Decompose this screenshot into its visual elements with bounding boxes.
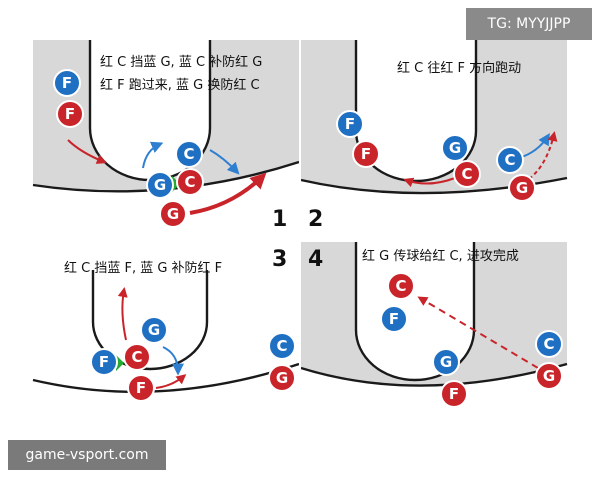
player: F	[352, 140, 380, 168]
panel-1-caption-line-1: 红 C 挡蓝 G, 蓝 C 补防红 G	[100, 54, 262, 70]
player: C	[535, 330, 563, 358]
svg-text:F: F	[65, 105, 75, 123]
svg-text:C: C	[276, 337, 287, 355]
svg-text:F: F	[389, 310, 399, 328]
site-watermark: game-vsport.com	[8, 440, 166, 470]
telegram-badge: TG: MYYJJPP	[466, 8, 592, 40]
svg-text:G: G	[154, 176, 166, 194]
move-arrow	[209, 149, 240, 175]
player: C	[175, 140, 203, 168]
panel-4: 红 G 传球给红 C, 进攻完成 4 C F G F C G	[300, 242, 568, 440]
player: F	[127, 374, 155, 402]
player: F	[336, 110, 364, 138]
svg-text:C: C	[461, 165, 472, 183]
svg-text:G: G	[449, 139, 461, 157]
move-arrow	[189, 172, 267, 215]
svg-text:F: F	[62, 74, 72, 92]
svg-text:G: G	[440, 353, 452, 371]
panel-2-number: 2	[308, 207, 323, 232]
svg-text:F: F	[345, 115, 355, 133]
move-arrow	[142, 141, 164, 169]
panel-2: 红 C 往红 F 方向跑动 2 F F G C C G	[300, 40, 568, 240]
player: G	[441, 134, 469, 162]
svg-text:G: G	[516, 179, 528, 197]
move-arrow	[155, 374, 187, 389]
screen-marker	[172, 176, 180, 192]
svg-text:C: C	[504, 151, 515, 169]
key-lane	[91, 270, 209, 371]
player: F	[56, 100, 84, 128]
svg-text:G: G	[276, 369, 288, 387]
svg-text:F: F	[449, 385, 459, 403]
key-lane	[354, 242, 476, 382]
player: F	[380, 305, 408, 333]
player: G	[268, 364, 296, 392]
player: C	[123, 343, 151, 371]
svg-text:C: C	[395, 277, 406, 295]
player: G	[159, 200, 187, 228]
player: G	[508, 174, 536, 202]
player: F	[53, 69, 81, 97]
panel-2-caption-line-1: 红 C 往红 F 方向跑动	[397, 60, 521, 76]
panel-1-caption-line-2: 红 F 跑过来, 蓝 G 换防红 C	[100, 77, 260, 93]
move-arrow	[403, 177, 456, 188]
player: F	[440, 380, 468, 408]
panel-3: 红 C 挡蓝 F, 蓝 G 补防红 F 3 G F C F C G	[32, 242, 300, 440]
svg-text:G: G	[543, 367, 555, 385]
svg-text:F: F	[136, 379, 146, 397]
move-arrow	[67, 139, 107, 164]
three-point-arc	[32, 362, 300, 394]
move-arrow	[162, 346, 184, 376]
move-arrow	[528, 131, 558, 180]
panel-1-number: 1	[272, 207, 287, 232]
pass-arrow	[417, 296, 539, 369]
svg-text:C: C	[543, 335, 554, 353]
svg-text:C: C	[183, 145, 194, 163]
svg-text:C: C	[184, 173, 195, 191]
player: C	[496, 146, 524, 174]
panel-3-number: 3	[272, 247, 287, 272]
move-arrow	[117, 287, 128, 341]
player: C	[176, 168, 204, 196]
panel-4-number: 4	[308, 247, 323, 272]
screen-marker	[116, 355, 124, 371]
player: G	[535, 362, 563, 390]
svg-text:F: F	[361, 145, 371, 163]
panel-4-caption-line-1: 红 G 传球给红 C, 进攻完成	[362, 248, 519, 264]
player: C	[453, 160, 481, 188]
svg-text:G: G	[167, 205, 179, 223]
player: C	[268, 332, 296, 360]
panel-1: 红 C 挡蓝 G, 蓝 C 补防红 G 红 F 跑过来, 蓝 G 换防红 C 1…	[32, 40, 300, 240]
svg-text:G: G	[148, 321, 160, 339]
player: C	[387, 272, 415, 300]
player: G	[146, 171, 174, 199]
player: F	[90, 348, 118, 376]
svg-text:C: C	[131, 348, 142, 366]
svg-text:F: F	[99, 353, 109, 371]
player: G	[140, 316, 168, 344]
three-point-arc	[300, 362, 568, 387]
player: G	[432, 348, 460, 376]
panel-3-caption-line-1: 红 C 挡蓝 F, 蓝 G 补防红 F	[64, 260, 222, 276]
